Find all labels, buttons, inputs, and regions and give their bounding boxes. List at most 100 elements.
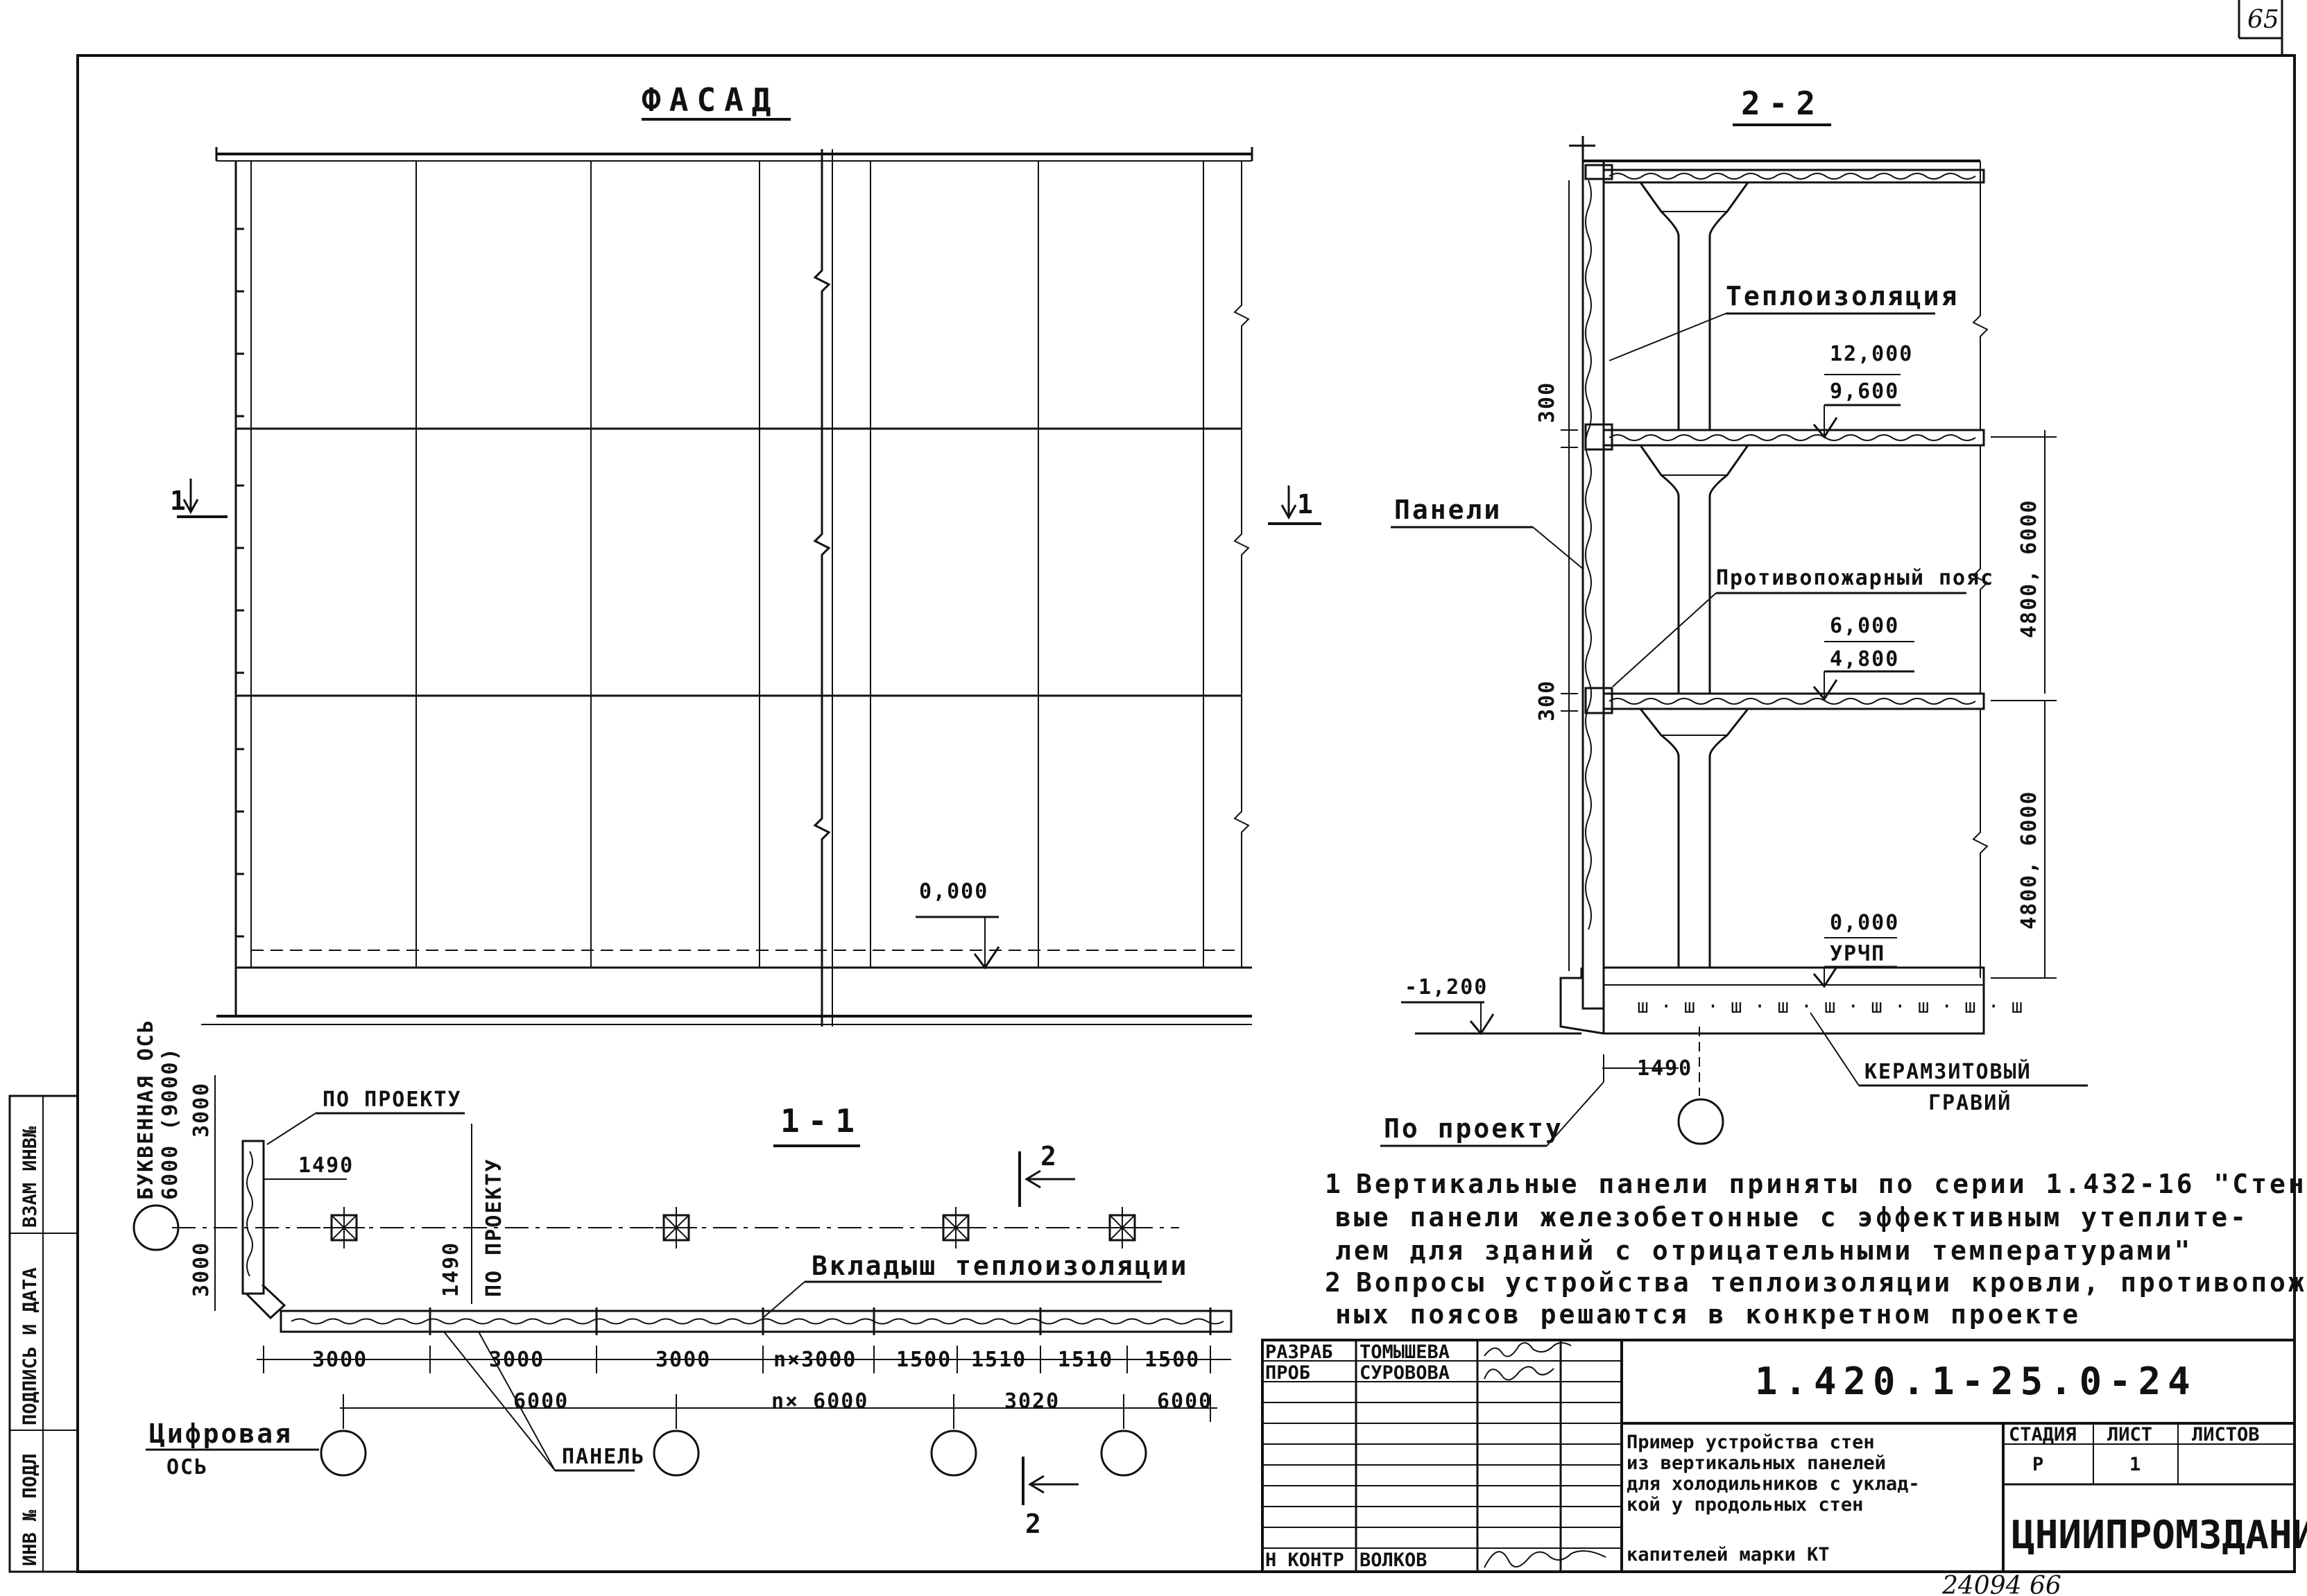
note-1-line-3: лем для зданий с отрицательными температ… xyxy=(1335,1235,2193,1266)
plan-wall xyxy=(280,1310,1233,1333)
dim-top-7: 1500 xyxy=(1144,1348,1200,1372)
dim-top-6: 1510 xyxy=(1058,1348,1113,1372)
dim-300-upper: 300 xyxy=(1535,381,1578,454)
stamp-name-1: СУРОВОВА xyxy=(1360,1362,1450,1384)
dim-300-upper-text: 300 xyxy=(1535,381,1559,423)
dim-top-0: 3000 xyxy=(312,1348,368,1372)
cut-mark-bottom: 2 xyxy=(1022,1457,1079,1539)
dim-1490-vertical: 1490 xyxy=(439,1242,463,1297)
side-stamp-strip: ВЗАМ ИНВ№ ПОДПИСЬ И ДАТА ИНВ № ПОДЛ xyxy=(8,1095,79,1573)
ground-floor-slab xyxy=(1602,966,1985,1035)
label-panel: ПАНЕЛЬ xyxy=(562,1445,645,1469)
dim-top-3: n×3000 xyxy=(773,1348,857,1372)
facade-view: ФАСАД xyxy=(170,81,1321,1027)
dim-300-lower-text: 300 xyxy=(1535,680,1559,721)
level-12000: 12,000 xyxy=(1830,342,1913,366)
facade-left-ticks xyxy=(236,228,244,938)
section-1-1-view: 1-1 2 2 xyxy=(132,1019,1233,1539)
stamp-name-2: ВОЛКОВ xyxy=(1360,1550,1427,1571)
facade-panel-joints xyxy=(415,161,1204,968)
sheets-header: ЛИСТОВ xyxy=(2192,1424,2260,1445)
belt-top xyxy=(1584,164,1613,180)
cut-mark-bottom-label: 2 xyxy=(1025,1509,1043,1539)
digit-axis-circles xyxy=(320,1408,1147,1477)
desc-line-2: для холодильников с уклад- xyxy=(1627,1473,1920,1495)
stamp-role-1: ПРОБ xyxy=(1265,1362,1310,1384)
footer-number: 24094 66 xyxy=(1941,1572,2061,1596)
note-2-line-2: ных поясов решаются в конкретном проекте xyxy=(1335,1299,2081,1330)
signature-3 xyxy=(1484,1550,1606,1568)
label-by-project-vertical: ПО ПРОЕКТУ xyxy=(482,1158,506,1297)
note-1-num: 1 xyxy=(1325,1169,1344,1199)
dim-1490-22: 1490 xyxy=(1637,1056,1692,1081)
level-4800: 4,800 xyxy=(1830,647,1899,671)
stage-header: СТАДИЯ xyxy=(2009,1424,2077,1445)
label-panels: Панели xyxy=(1394,495,1502,525)
label-thermal: Теплоизоляция xyxy=(1726,281,1959,311)
dim-3000-vertical-2: 3000 xyxy=(189,1242,214,1297)
dim-top-2: 3000 xyxy=(655,1348,711,1372)
belt-middle xyxy=(1584,423,1613,451)
label-gravel-1: КЕРАМЗИТОВЫЙ xyxy=(1864,1059,2032,1084)
facade-level-zero: 0,000 xyxy=(919,879,988,904)
cut-mark-top-label: 2 xyxy=(1040,1141,1058,1172)
level-9600: 9,600 xyxy=(1830,379,1899,404)
notes-block: 1 Вертикальные панели приняты по серии 1… xyxy=(1325,1169,2307,1330)
label-insert: Вкладыш теплоизоляции xyxy=(812,1251,1188,1281)
signature-2 xyxy=(1484,1366,1554,1381)
dim-top-1: 3000 xyxy=(489,1348,544,1372)
strip-podpis: ПОДПИСЬ И ДАТА xyxy=(19,1267,41,1425)
facade-break-line xyxy=(813,149,831,1027)
section-2-2-view: 2-2 xyxy=(1380,85,2088,1147)
note-2-num: 2 xyxy=(1325,1267,1344,1298)
stamp-role-0: РАЗРАБ xyxy=(1265,1341,1333,1363)
level-minus-1200: -1,200 xyxy=(1405,975,1488,999)
doc-code: 1.420.1-25.0-24 xyxy=(1755,1359,2197,1403)
page-corner-number: 65 xyxy=(2247,6,2279,34)
stamp-role-2: Н КОНТР xyxy=(1265,1550,1344,1571)
strip-vzam: ВЗАМ ИНВ№ xyxy=(19,1126,41,1228)
stage-value: Р xyxy=(2032,1454,2043,1475)
letter-axis-circle xyxy=(132,1204,180,1251)
note-1-line-2: вые панели железобетонные с эффективным … xyxy=(1335,1202,2249,1233)
facade-title: ФАСАД xyxy=(642,81,779,119)
dim-right-upper-text: 4800, 6000 xyxy=(2017,499,2041,638)
dim-right-upper: 4800, 6000 xyxy=(1991,430,2057,701)
dim-bottom-1: n× 6000 xyxy=(771,1389,868,1414)
floor-slabs xyxy=(1602,169,1985,710)
dim-bottom-3: 6000 xyxy=(1157,1389,1212,1414)
svg-text:ш · ш · ш · ш · ш · ш · ш · ш: ш · ш · ш · ш · ш · ш · ш · ш · ш xyxy=(1637,995,2023,1018)
dims-bottom-row: 6000 n× 6000 3020 6000 xyxy=(513,1389,1212,1414)
section-11-title: 1-1 xyxy=(780,1102,863,1140)
dim-1490-horizontal: 1490 xyxy=(298,1153,354,1178)
note-1-line-1: Вертикальные панели приняты по серии 1.4… xyxy=(1356,1169,2307,1199)
dim-top-5: 1510 xyxy=(971,1348,1027,1372)
label-by-project-22: По проекту xyxy=(1384,1113,1563,1144)
title-block: РАЗРАБ ТОМЫШЕВА ПРОБ СУРОВОВА Н КОНТР ВО… xyxy=(1261,1339,2307,1573)
desc-line-4: капителей марки КТ xyxy=(1627,1544,1830,1565)
label-by-project-11: ПО ПРОЕКТУ xyxy=(323,1088,462,1112)
stamp-name-0: ТОМЫШЕВА xyxy=(1360,1341,1450,1363)
org-name: ЦНИИПРОМЗДАНИЙ xyxy=(2012,1512,2307,1558)
desc-line-0: Пример устройства стен xyxy=(1627,1432,1875,1453)
digit-axis-label-1: Цифровая xyxy=(149,1418,293,1449)
note-2-line-1: Вопросы устройства теплоизоляции кровли,… xyxy=(1356,1267,2307,1298)
columns xyxy=(1639,182,1749,968)
section-mark-right-label: 1 xyxy=(1297,489,1315,520)
level-urchp: УРЧП xyxy=(1830,942,1885,966)
facade-section-mark-right: 1 xyxy=(1268,486,1321,525)
cut-mark-top: 2 xyxy=(1018,1141,1075,1207)
belt-lower xyxy=(1584,687,1613,714)
letter-axis-dim: 6000 (9000) xyxy=(158,1047,182,1200)
label-fire-belt: Противопожарный пояс xyxy=(1716,566,1994,590)
dim-right-lower: 4800, 6000 xyxy=(1991,701,2057,979)
plan-columns xyxy=(323,1207,1143,1249)
dim-top-4: 1500 xyxy=(896,1348,952,1372)
sheet-frame: 65 24094 66 xyxy=(76,0,2296,1596)
dim-bottom-2: 3020 xyxy=(1004,1389,1060,1414)
dim-3000-vertical: 3000 xyxy=(189,1082,214,1138)
dim-300-lower: 300 xyxy=(1535,680,1578,721)
axis-circle-22 xyxy=(1677,1098,1724,1145)
strip-inv: ИНВ № ПОДЛ xyxy=(19,1453,41,1566)
